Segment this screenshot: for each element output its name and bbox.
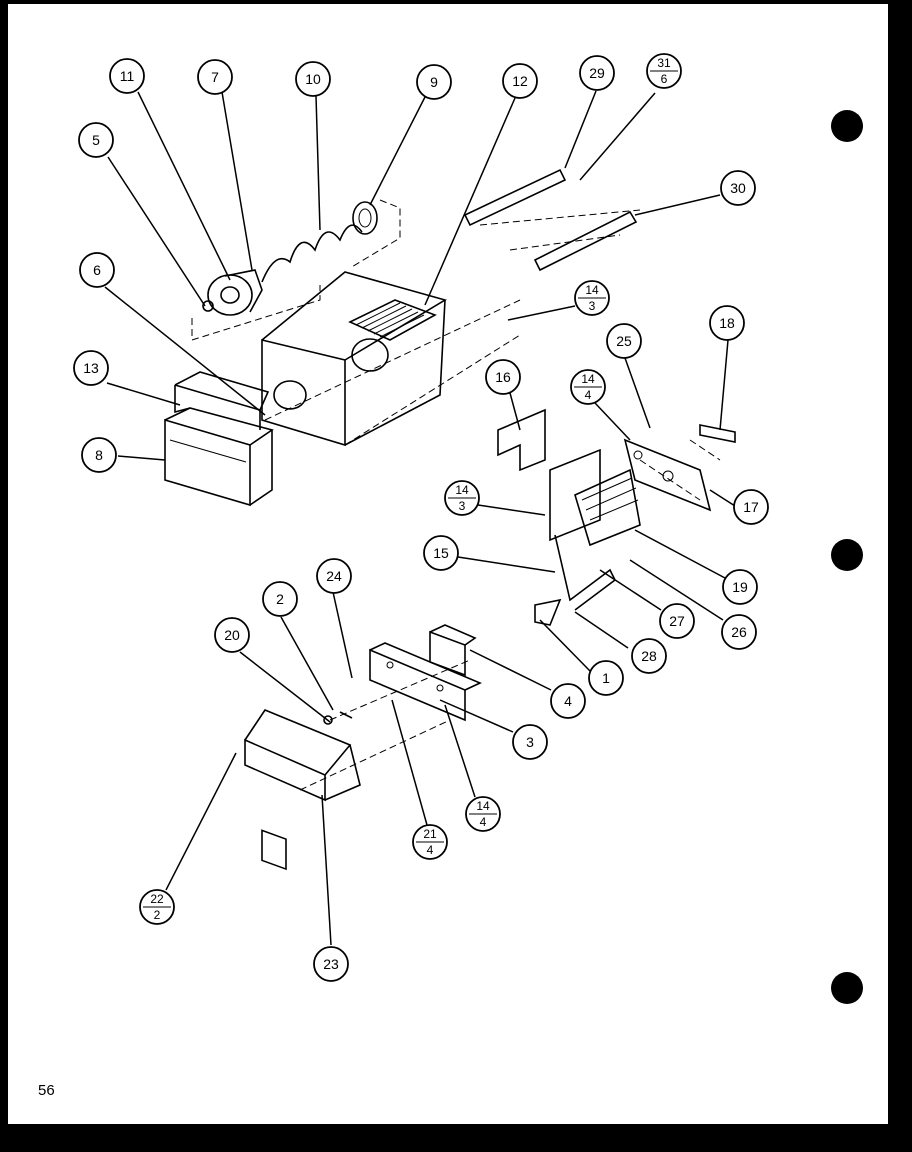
- callout-25: 25: [606, 323, 642, 359]
- callout-7: 7: [197, 59, 233, 95]
- svg-text:3: 3: [589, 299, 596, 313]
- svg-text:1: 1: [602, 670, 610, 686]
- svg-text:6: 6: [93, 262, 101, 278]
- callout-14-4b: 14 4: [465, 796, 501, 832]
- callout-26: 26: [721, 614, 757, 650]
- svg-text:2: 2: [276, 591, 284, 607]
- svg-text:20: 20: [224, 627, 240, 643]
- svg-text:21: 21: [423, 827, 437, 841]
- callout-18: 18: [709, 305, 745, 341]
- callout-14-3b: 14 3: [444, 480, 480, 516]
- svg-text:14: 14: [455, 483, 469, 497]
- svg-text:19: 19: [732, 579, 748, 595]
- callout-27: 27: [659, 603, 695, 639]
- svg-text:24: 24: [326, 568, 342, 584]
- svg-text:3: 3: [526, 734, 534, 750]
- callout-31-6: 31 6: [646, 53, 682, 89]
- svg-text:6: 6: [661, 72, 668, 86]
- svg-text:5: 5: [92, 132, 100, 148]
- svg-text:23: 23: [323, 956, 339, 972]
- callout-20: 20: [214, 617, 250, 653]
- svg-text:13: 13: [83, 360, 99, 376]
- callout-6: 6: [79, 252, 115, 288]
- callout-24: 24: [316, 558, 352, 594]
- svg-text:4: 4: [480, 815, 487, 829]
- ice-bucket-assembly: [164, 168, 641, 507]
- binder-holes: [831, 110, 863, 1004]
- svg-text:27: 27: [669, 613, 685, 629]
- callout-13: 13: [73, 350, 109, 386]
- callout-12: 12: [502, 63, 538, 99]
- svg-text:31: 31: [657, 56, 671, 70]
- svg-text:25: 25: [616, 333, 632, 349]
- svg-text:11: 11: [120, 68, 135, 84]
- svg-text:16: 16: [495, 369, 511, 385]
- callout-5: 5: [78, 122, 114, 158]
- callout-23: 23: [313, 946, 349, 982]
- callout-11: 11: [109, 58, 145, 94]
- callouts: 11 7 10 9 12 29 31 6 5 30 6 14 3 18 13: [73, 53, 769, 982]
- callout-1: 1: [588, 660, 624, 696]
- callout-19: 19: [722, 569, 758, 605]
- callout-2: 2: [262, 581, 298, 617]
- callout-17: 17: [733, 489, 769, 525]
- leader-lines: [104, 90, 736, 946]
- svg-text:15: 15: [433, 545, 449, 561]
- callout-29: 29: [579, 55, 615, 91]
- callout-8: 8: [81, 437, 117, 473]
- callout-4: 4: [550, 683, 586, 719]
- callout-10: 10: [295, 61, 331, 97]
- svg-text:7: 7: [211, 69, 219, 85]
- svg-text:26: 26: [731, 624, 747, 640]
- svg-text:8: 8: [95, 447, 103, 463]
- page-number: 56: [38, 1082, 55, 1099]
- binder-hole-top: [831, 110, 863, 142]
- callout-22-2: 22 2: [139, 889, 175, 925]
- callout-15: 15: [423, 535, 459, 571]
- callout-28: 28: [631, 638, 667, 674]
- callout-16: 16: [485, 359, 521, 395]
- svg-text:9: 9: [430, 74, 438, 90]
- svg-text:2: 2: [154, 908, 161, 922]
- svg-text:17: 17: [743, 499, 759, 515]
- callout-21-4: 21 4: [412, 824, 448, 860]
- svg-text:12: 12: [512, 73, 528, 89]
- callout-14-3a: 14 3: [574, 280, 610, 316]
- svg-text:3: 3: [459, 499, 466, 513]
- svg-text:29: 29: [589, 65, 605, 81]
- svg-text:22: 22: [150, 892, 164, 906]
- svg-text:14: 14: [585, 283, 599, 297]
- ice-maker-assembly: [497, 408, 736, 626]
- svg-text:14: 14: [581, 372, 595, 386]
- callout-30: 30: [720, 170, 756, 206]
- svg-text:14: 14: [476, 799, 490, 813]
- svg-text:10: 10: [305, 71, 321, 87]
- callout-3: 3: [512, 724, 548, 760]
- callout-14-4a: 14 4: [570, 369, 606, 405]
- binder-hole-bottom: [831, 972, 863, 1004]
- svg-text:28: 28: [641, 648, 657, 664]
- svg-text:4: 4: [564, 693, 572, 709]
- svg-text:4: 4: [427, 843, 434, 857]
- svg-text:30: 30: [730, 180, 746, 196]
- binder-hole-middle: [831, 539, 863, 571]
- svg-text:18: 18: [719, 315, 735, 331]
- callout-9: 9: [416, 64, 452, 100]
- control-bracket-assembly: [244, 624, 482, 871]
- svg-text:4: 4: [585, 388, 592, 402]
